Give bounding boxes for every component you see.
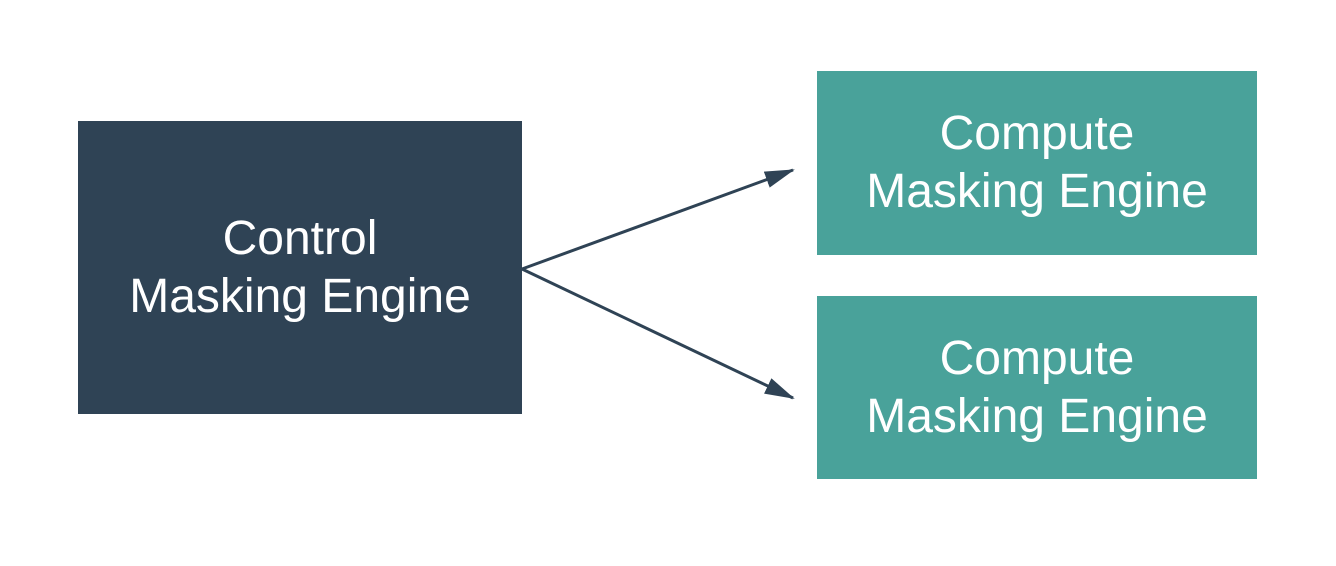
- node-compute-masking-engine-2: Compute Masking Engine: [817, 296, 1257, 479]
- node-label-line: Masking Engine: [129, 269, 471, 323]
- node-label-line: Compute: [939, 107, 1135, 160]
- node-label-line: Compute: [939, 331, 1135, 385]
- node-label-line: Masking Engine: [866, 389, 1208, 443]
- node-label-line: Masking Engine: [866, 165, 1208, 218]
- edge-control-to-compute-1: [521, 168, 795, 271]
- edge-control-to-compute-2: [521, 267, 795, 400]
- node-compute-masking-engine-1: Compute Masking Engine: [817, 71, 1257, 255]
- node-control-masking-engine: Control Masking Engine: [78, 121, 522, 414]
- node-label-line: Control: [222, 211, 378, 265]
